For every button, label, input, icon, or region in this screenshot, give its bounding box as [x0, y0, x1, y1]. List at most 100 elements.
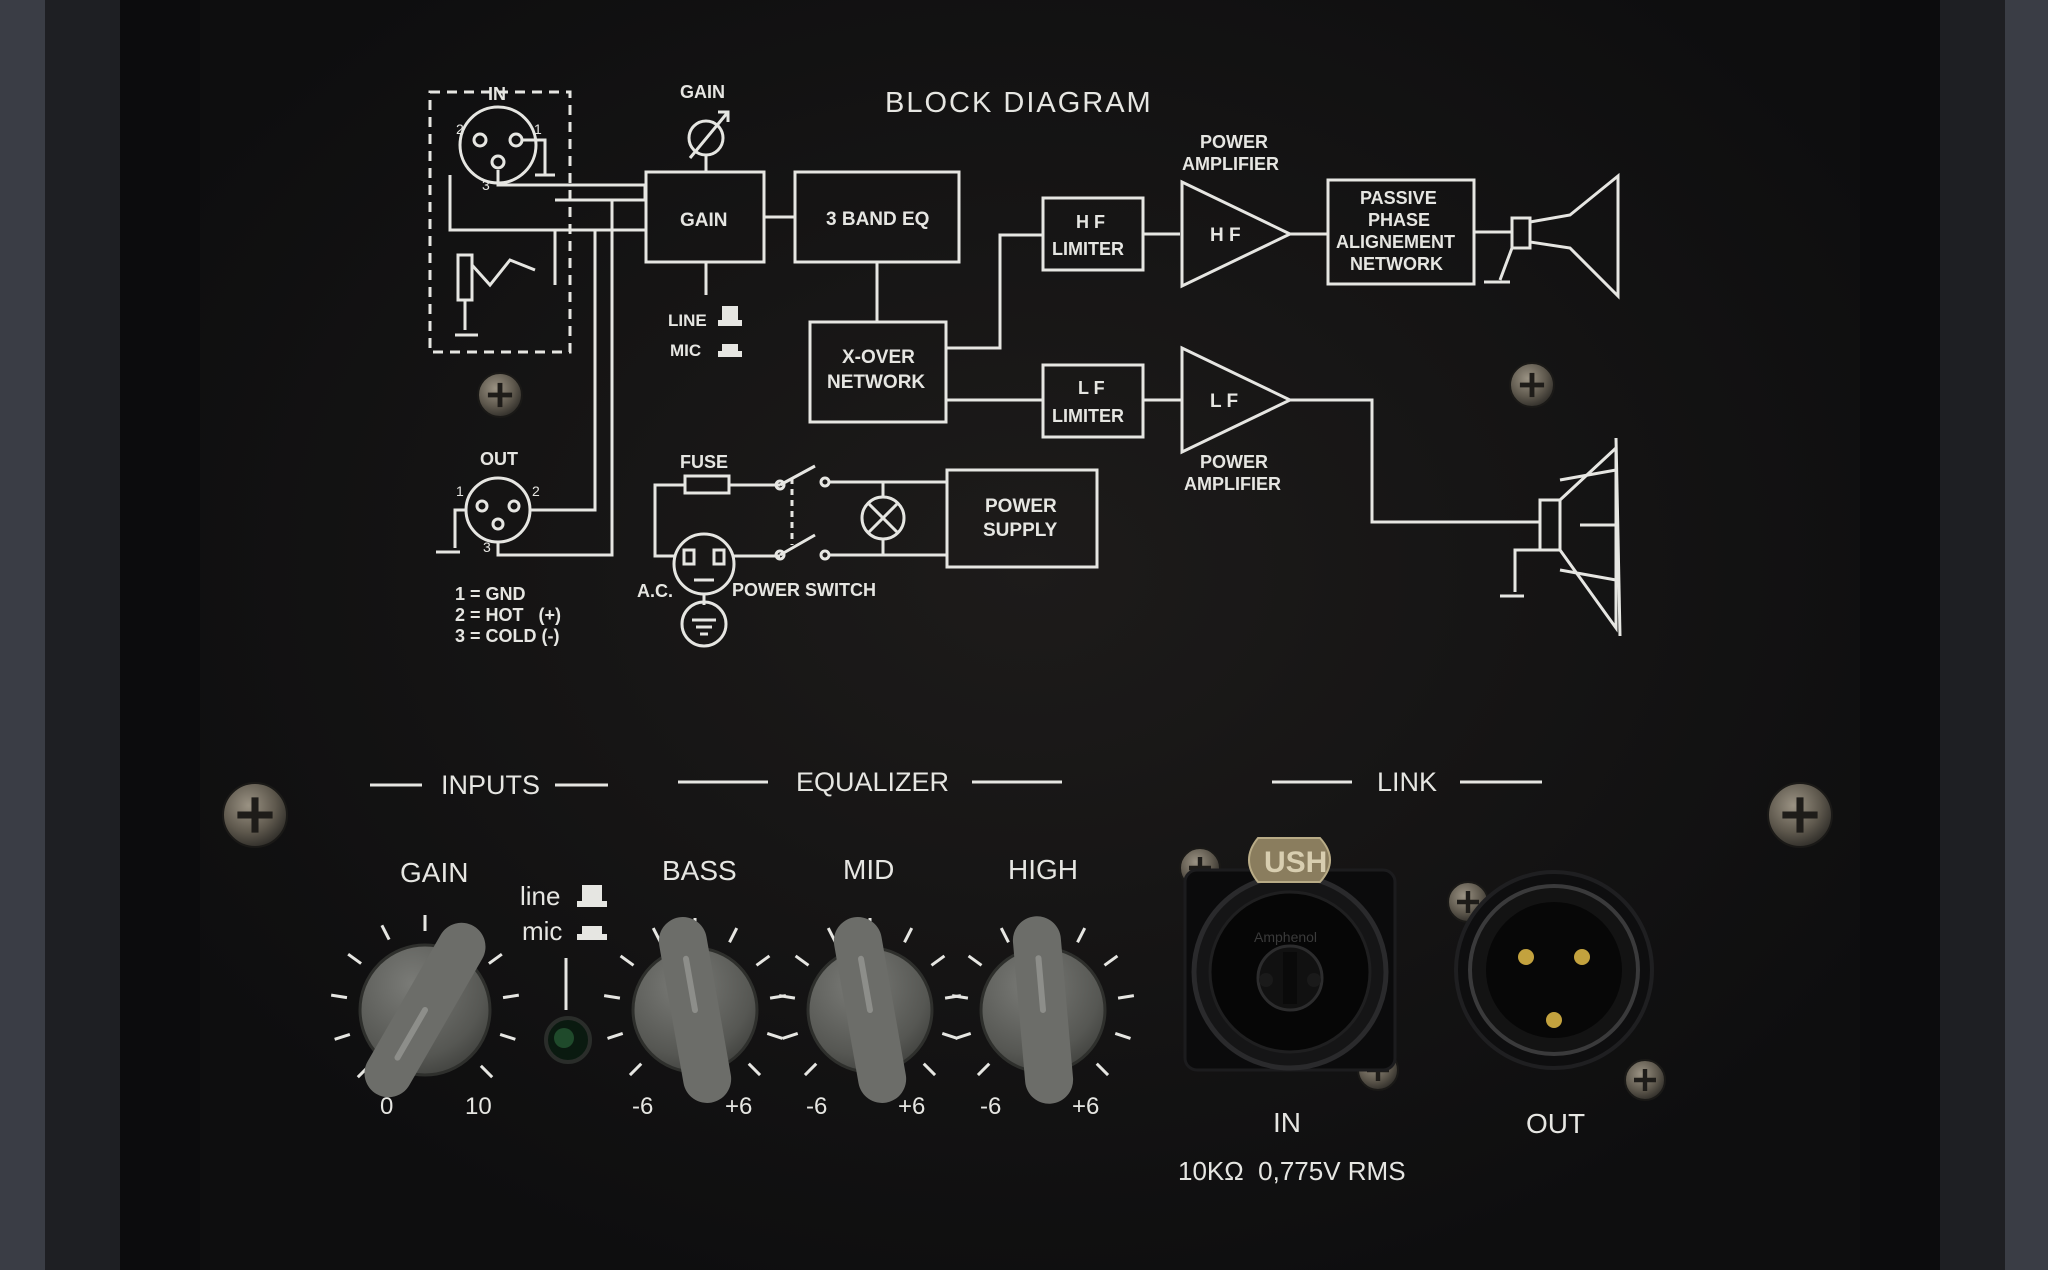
gain-min-label: 0: [380, 1093, 393, 1120]
link-section-header: LINK: [1377, 767, 1437, 797]
pin-label: 1: [456, 483, 464, 499]
knob-tick: [803, 1062, 818, 1077]
mid-min-label: -6: [806, 1093, 827, 1120]
xover-label: X-OVER: [842, 347, 915, 368]
knob-tick: [334, 1032, 351, 1041]
pin-label: 3: [483, 539, 491, 555]
power-switch-label: POWER SWITCH: [732, 580, 876, 600]
lf-amp-label: L F: [1210, 391, 1238, 412]
lf-amplifier-symbol: [1180, 345, 1294, 455]
knob-pointer: [682, 955, 698, 1013]
xover-block: [808, 320, 948, 424]
power-amp-label: AMPLIFIER: [1184, 474, 1281, 494]
knob-tick: [778, 994, 796, 1000]
diagram-title: BLOCK DIAGRAM: [885, 87, 1153, 119]
input-spec-text: 10KΩ 0,775V RMS: [1178, 1156, 1406, 1186]
hf-amp-label: H F: [1210, 225, 1241, 246]
xover-label: NETWORK: [827, 372, 925, 393]
knob-pointer: [394, 1007, 428, 1061]
power-supply-label: POWER: [985, 496, 1057, 517]
knob-tick: [1114, 1032, 1131, 1040]
mid-max-label: +6: [898, 1093, 925, 1120]
knob-tick: [903, 927, 914, 943]
power-amp-label: AMPLIFIER: [1182, 154, 1279, 174]
knob-pointer: [857, 955, 873, 1013]
passive-label: PHASE: [1368, 210, 1430, 230]
out-connector-label: OUT: [480, 449, 518, 469]
equalizer-section-header: EQUALIZER: [796, 767, 949, 797]
connector-brand-text: Amphenol: [1254, 929, 1317, 945]
high-max-label: +6: [1072, 1093, 1099, 1120]
knob-tick: [488, 952, 503, 965]
bass-min-label: -6: [632, 1093, 653, 1120]
xlr-output-symbol: 1 2 3: [436, 200, 614, 557]
woofer-speaker-icon: [1500, 437, 1622, 637]
lf-limiter-label: LIMITER: [1052, 406, 1124, 426]
passive-label: ALIGNEMENT: [1336, 232, 1455, 252]
knob-tick: [499, 1032, 516, 1041]
pin-legend: 2 = HOT (+): [455, 605, 561, 625]
line-switch-label: line: [520, 881, 560, 911]
knob-tick: [747, 1062, 762, 1077]
high-knob-label: HIGH: [1008, 854, 1078, 885]
gain-knob-label: GAIN: [400, 857, 468, 888]
knob-pointer: [1035, 955, 1046, 1013]
link-in-label: IN: [1273, 1107, 1301, 1138]
pin-label: 3: [482, 177, 490, 193]
latch-badge-text: USH: [1264, 846, 1327, 879]
knob-tick: [330, 993, 348, 1000]
pin-label: 1: [534, 121, 542, 137]
knob-tick: [347, 952, 362, 965]
link-out-label: OUT: [1526, 1108, 1585, 1139]
in-connector-label: IN: [488, 84, 506, 104]
hf-amplifier-symbol: [1180, 179, 1294, 289]
phillips-screw-icon: [1624, 1059, 1666, 1101]
block-diagram: BLOCK DIAGRAM IN 2 1 3 GAIN GAIN: [428, 82, 1622, 648]
passive-label: PASSIVE: [1360, 188, 1437, 208]
knob-tick: [479, 1064, 494, 1079]
knob-tick: [1076, 927, 1087, 943]
mid-knob[interactable]: [806, 917, 934, 1103]
horn-tweeter-icon: [1484, 172, 1620, 300]
ac-label: A.C.: [637, 581, 673, 601]
phillips-screw-icon: [1509, 362, 1555, 408]
high-knob[interactable]: [979, 916, 1107, 1104]
knob-tick: [951, 994, 969, 1000]
link-out-xlr-jack[interactable]: [1454, 870, 1654, 1070]
pin-legend: 3 = COLD (-): [455, 626, 560, 646]
bass-knob[interactable]: [631, 917, 759, 1103]
control-panel: INPUTS EQUALIZER LINK GAIN BASS MID HIGH…: [330, 767, 1654, 1186]
knob-tick: [967, 954, 983, 967]
inputs-section-header: INPUTS: [441, 770, 540, 800]
pin-label: 2: [456, 121, 464, 137]
knob-tick: [955, 1032, 972, 1040]
phillips-screw-icon: [222, 782, 288, 848]
phillips-screw-icon: [477, 372, 523, 418]
eq-block-label: 3 BAND EQ: [826, 209, 929, 230]
input-section-box: [428, 90, 572, 354]
pin-legend: 1 = GND: [455, 584, 526, 604]
link-in-combo-jack[interactable]: Amphenol USH: [1183, 837, 1397, 1072]
knob-tick: [976, 1062, 991, 1077]
hf-limiter-label: LIMITER: [1052, 239, 1124, 259]
knob-tick: [782, 1032, 799, 1040]
bass-knob-label: BASS: [662, 855, 737, 886]
fuse-label: FUSE: [680, 452, 728, 472]
mid-knob-label: MID: [843, 854, 894, 885]
mic-switch-label: mic: [522, 916, 562, 946]
gain-max-label: 10: [465, 1093, 492, 1120]
power-supply-label: SUPPLY: [983, 520, 1058, 541]
knob-tick: [922, 1062, 937, 1077]
knob-tick: [1103, 954, 1119, 967]
power-amp-label: POWER: [1200, 452, 1268, 472]
gain-knob[interactable]: [358, 922, 492, 1098]
high-min-label: -6: [980, 1093, 1001, 1120]
bass-max-label: +6: [725, 1093, 752, 1120]
knob-tick: [766, 1032, 783, 1040]
gain-pot-label: GAIN: [680, 82, 725, 102]
xlr-input-symbol: 2 1 3: [456, 105, 555, 193]
hf-limiter-label: H F: [1076, 212, 1105, 232]
knob-tick: [1117, 994, 1135, 1000]
ac-inlet-symbol: [653, 532, 780, 648]
